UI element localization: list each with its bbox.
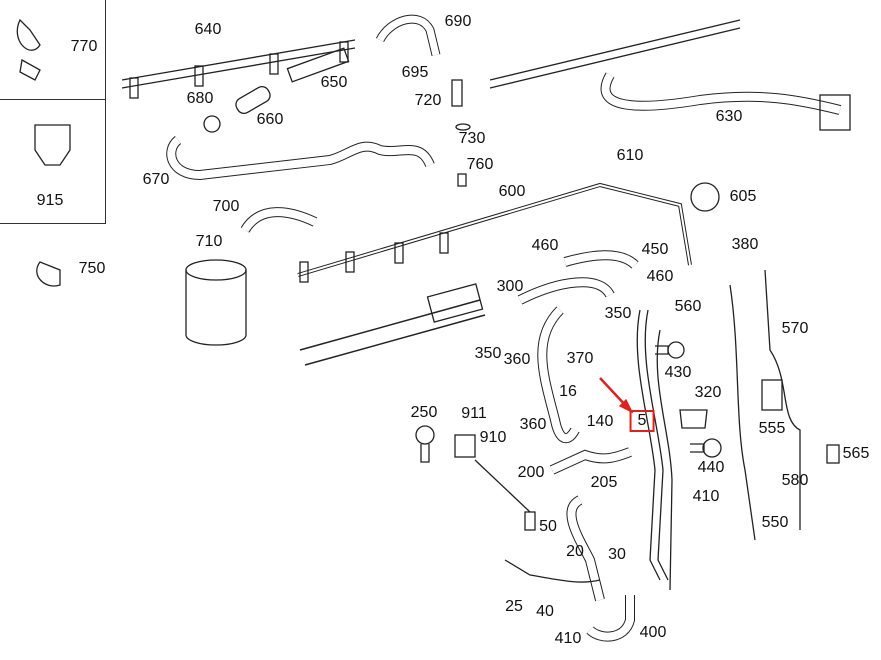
part-label[interactable]: 450: [641, 241, 669, 258]
part-label[interactable]: 140: [586, 413, 614, 430]
hose-670: [166, 136, 435, 181]
fuel-line-5: [636, 309, 673, 591]
part-label[interactable]: 460: [646, 268, 674, 285]
fuel-filter-710: [185, 259, 247, 346]
part-label[interactable]: 610: [616, 147, 644, 164]
part-label[interactable]: 640: [194, 21, 222, 38]
part-label[interactable]: 350: [604, 305, 632, 322]
part-label[interactable]: 430: [664, 364, 692, 381]
part-label[interactable]: 915: [36, 192, 64, 209]
part-label[interactable]: 695: [401, 64, 429, 81]
part-label[interactable]: 580: [781, 472, 809, 489]
line-550: [729, 284, 756, 541]
sensor-910: [454, 434, 476, 458]
clip-555: [761, 379, 783, 411]
part-label[interactable]: 750: [78, 260, 106, 277]
sensor-wire: [474, 459, 531, 513]
part-label[interactable]: 20: [566, 543, 584, 560]
part-label[interactable]: 600: [498, 183, 526, 200]
part-label[interactable]: 410: [554, 630, 582, 647]
part-label[interactable]: 680: [186, 90, 214, 107]
inset-box-770: [0, 0, 106, 101]
part-label[interactable]: 410: [692, 488, 720, 505]
oring-730: [455, 123, 471, 131]
part-label[interactable]: 360: [519, 416, 547, 433]
part-label[interactable]: 565: [842, 445, 870, 462]
line-25: [504, 559, 601, 583]
highlighted-part-label[interactable]: 5: [629, 410, 655, 432]
part-label[interactable]: 760: [466, 156, 494, 173]
part-label[interactable]: 400: [639, 624, 667, 641]
part-label[interactable]: 460: [531, 237, 559, 254]
clip-680: [203, 115, 221, 133]
part-label[interactable]: 660: [256, 111, 284, 128]
bracket-320: [679, 409, 708, 429]
part-label[interactable]: 360: [503, 351, 531, 368]
part-label[interactable]: 30: [608, 546, 626, 563]
symbol-605: [690, 182, 720, 212]
part-label[interactable]: 205: [590, 474, 618, 491]
part-565: [826, 444, 840, 464]
bolt-250: [415, 425, 435, 463]
part-label[interactable]: 730: [458, 130, 486, 147]
part-label[interactable]: 25: [505, 598, 523, 615]
clip-icon-770: [16, 18, 41, 81]
fuel-rail-630: [489, 19, 741, 89]
part-label[interactable]: 380: [731, 236, 759, 253]
clip-icon-750: [36, 261, 61, 287]
part-label[interactable]: 350: [474, 345, 502, 362]
bracket-630: [819, 94, 851, 131]
part-label[interactable]: 50: [539, 518, 557, 535]
part-label[interactable]: 911: [461, 405, 487, 422]
sensor-50: [524, 511, 536, 531]
injector-650: [286, 47, 350, 83]
clip-icon-915: [34, 124, 71, 166]
part-label[interactable]: 720: [414, 92, 442, 109]
part-label[interactable]: 605: [729, 188, 757, 205]
part-label[interactable]: 40: [536, 603, 554, 620]
part-label[interactable]: 700: [212, 198, 240, 215]
part-label[interactable]: 550: [761, 514, 789, 531]
part-label[interactable]: 320: [694, 384, 722, 401]
part-label[interactable]: 630: [715, 108, 743, 125]
part-label[interactable]: 555: [758, 420, 786, 437]
part-label[interactable]: 16: [559, 383, 577, 400]
fuel-rail-640: [121, 39, 356, 89]
injectors-640: [129, 41, 349, 99]
part-label[interactable]: 670: [142, 171, 170, 188]
fuel-rail-300: [299, 299, 486, 366]
valve-720: [451, 79, 463, 107]
part-label[interactable]: 370: [566, 350, 594, 367]
bolt-440: [690, 438, 722, 458]
clip-760: [457, 173, 467, 187]
sleeve-660: [235, 85, 271, 115]
part-label[interactable]: 560: [674, 298, 702, 315]
part-label[interactable]: 570: [781, 320, 809, 337]
part-label[interactable]: 650: [320, 74, 348, 91]
part-label[interactable]: 300: [496, 278, 524, 295]
inset-box-915: [0, 99, 106, 224]
bolt-430: [655, 341, 685, 359]
part-label[interactable]: 690: [444, 13, 472, 30]
part-label[interactable]: 770: [70, 38, 98, 55]
part-label[interactable]: 710: [195, 233, 223, 250]
part-label[interactable]: 250: [410, 404, 438, 421]
part-label[interactable]: 440: [697, 459, 725, 476]
line-570: [764, 269, 801, 530]
injectors-600: [299, 232, 449, 283]
part-label[interactable]: 910: [479, 429, 507, 446]
part-label[interactable]: 200: [517, 464, 545, 481]
pressure-sensor: [426, 283, 484, 323]
